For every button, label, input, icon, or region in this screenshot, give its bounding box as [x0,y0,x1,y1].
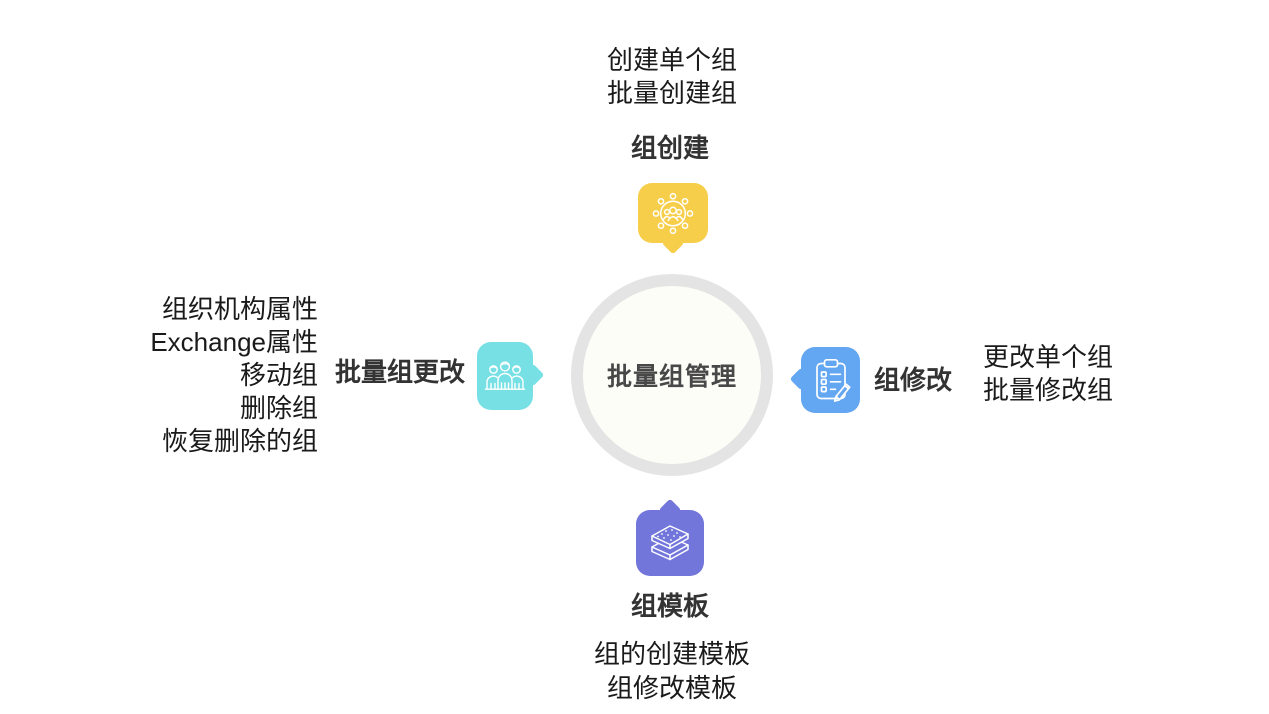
list-item: 创建单个组 [606,45,737,75]
bottom-node-title: 组模板 [630,591,709,621]
top-node-title: 组创建 [630,133,709,163]
right-node-items: 更改单个组 批量修改组 [983,341,1113,407]
group-network-icon [652,192,694,235]
layers-template-icon [651,525,689,561]
bottom-node-bubble [636,510,704,576]
bottom-node-items: 组的创建模板 组修改模板 [422,637,922,705]
list-item: 更改单个组 [983,342,1114,372]
list-item: 批量修改组 [983,375,1114,405]
top-node-items: 创建单个组 批量创建组 [422,44,922,110]
center-circle: 批量组管理 [571,274,773,476]
top-node-bubble [638,183,708,243]
clipboard-edit-icon [815,358,851,402]
list-item: 批量创建组 [606,78,737,108]
list-item: 删除组 [239,393,318,423]
list-item: 组织机构属性 [161,294,318,324]
list-item: 组的创建模板 [593,639,750,669]
right-node-title: 组修改 [874,365,953,395]
left-node-items: 组织机构属性 Exchange属性 移动组 删除组 恢复删除的组 [18,293,318,458]
list-item: 组修改模板 [606,673,737,703]
team-icon [484,361,526,390]
left-node-title: 批量组更改 [334,357,465,387]
list-item: 移动组 [239,360,318,390]
center-label: 批量组管理 [606,363,737,391]
list-item: 恢复删除的组 [161,426,318,456]
right-node-bubble [801,347,860,413]
left-node-bubble [477,342,533,410]
list-item: Exchange属性 [150,327,318,357]
